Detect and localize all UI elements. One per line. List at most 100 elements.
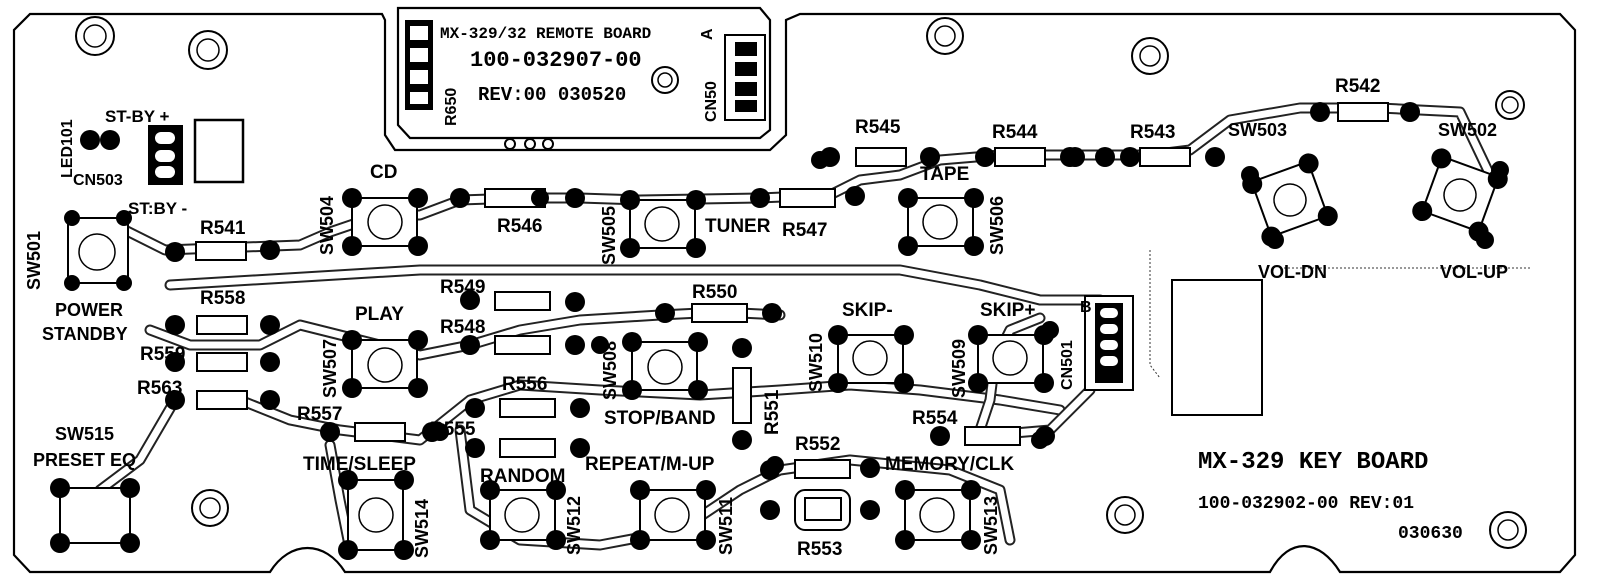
power-label: POWER [55, 300, 123, 320]
svg-text:R545: R545 [855, 117, 901, 138]
memory-label: MEMORY/CLK [885, 454, 1014, 475]
switch-sw507: SW507 [320, 330, 428, 398]
switch-sw512: SW512 [480, 480, 584, 555]
switch-sw513: SW513 [895, 480, 1001, 555]
resistor-r556: R556 [465, 374, 590, 418]
mounting-hole [188, 30, 228, 70]
mounting-hole [651, 66, 679, 94]
led101-ref: LED101 [59, 119, 76, 178]
remote-board-part-number: 100-032907-00 [470, 48, 642, 73]
remote-board-revision: REV:00 030520 [478, 84, 626, 106]
board-title-block: MX-329 KEY BOARD 100-032902-00 REV:01 03… [1198, 449, 1463, 544]
sw503-ref: SW503 [1228, 120, 1287, 140]
svg-text:SW509: SW509 [949, 339, 969, 398]
mounting-hole [1131, 37, 1169, 75]
svg-text:R558: R558 [200, 288, 245, 309]
resistor-r544: R544 [975, 122, 1080, 167]
switch-sw509: SW509 [949, 325, 1054, 398]
remote-connector-cn50 [724, 34, 766, 121]
switch-sw514: SW514 [338, 470, 432, 560]
connector-cn501: CN501 B [1059, 295, 1134, 391]
switches: SW501 SW504 SW505 SW506 [24, 120, 1508, 560]
remote-ref-r650: R650 [443, 88, 460, 126]
remote-board-title: MX-329/32 REMOTE BOARD [440, 25, 651, 43]
resistor-r563: R563 [137, 378, 280, 410]
mounting-hole [191, 489, 229, 527]
resistor-r554: R554 [912, 408, 1055, 446]
svg-text:SW506: SW506 [987, 196, 1007, 255]
standby-label: STANDBY [42, 324, 128, 344]
svg-text:SW501: SW501 [24, 231, 44, 290]
remote-ref-cn50: CN50 [703, 81, 720, 122]
switch-sw510: SW510 [806, 325, 914, 393]
svg-text:SW504: SW504 [317, 196, 337, 255]
via [524, 138, 536, 150]
stby-minus-label: ST:BY - [128, 199, 187, 218]
svg-text:R546: R546 [497, 216, 542, 237]
cn501-ref: CN501 [1059, 340, 1076, 390]
repeat-label: REPEAT/M-UP [585, 454, 715, 475]
svg-text:SW511: SW511 [716, 497, 736, 555]
svg-text:R563: R563 [137, 378, 182, 399]
random-label: RANDOM [480, 466, 566, 487]
switch-sw515: SW515 [50, 424, 140, 553]
svg-text:R553: R553 [797, 539, 842, 560]
led-pad [80, 130, 100, 150]
via [504, 138, 516, 150]
mounting-hole [1106, 496, 1144, 534]
stby-plus-label: ST-BY + [105, 107, 169, 126]
tuner-label: TUNER [705, 216, 771, 237]
svg-text:R543: R543 [1130, 122, 1175, 143]
resistor-r555: R555 [430, 419, 590, 458]
resistor-r550: R550 [655, 282, 782, 323]
switch-sw511: SW511 [630, 480, 736, 555]
resistor-r559: R559 [140, 344, 280, 372]
svg-text:R551: R551 [762, 389, 783, 435]
switch-sw501: SW501 [24, 210, 132, 291]
mounting-holes [75, 16, 1527, 549]
svg-text:SW512: SW512 [564, 496, 584, 555]
svg-text:SW507: SW507 [320, 339, 340, 398]
skip-minus-label: SKIP- [842, 300, 893, 321]
switch-sw503 [1242, 153, 1338, 247]
cd-label: CD [370, 162, 397, 183]
mounting-hole [75, 16, 115, 56]
svg-text:R548: R548 [440, 317, 485, 338]
resistor-r541: R541 [165, 218, 280, 262]
svg-text:R552: R552 [795, 434, 840, 455]
switch-sw505: SW505 [599, 190, 706, 265]
resistor-r551: R551 [732, 338, 783, 450]
resistor-r543: R543 [1120, 122, 1225, 167]
svg-text:R559: R559 [140, 344, 185, 365]
resistor-r548: R548 [440, 317, 585, 355]
led-pad [100, 130, 120, 150]
led-area: LED101 CN503 ST-BY + ST:BY - [59, 107, 245, 218]
resistor-r553: R553 [760, 489, 880, 560]
board-title: MX-329 KEY BOARD [1198, 449, 1428, 476]
resistors: R541 R542 R543 R544 R545 R546 R547 R548 … [137, 76, 1420, 560]
svg-text:R554: R554 [912, 408, 958, 429]
mounting-hole [926, 17, 964, 55]
vol-up-label: VOL-UP [1440, 262, 1508, 282]
resistor-r546: R546 [450, 188, 585, 237]
svg-text:R557: R557 [297, 404, 342, 425]
svg-text:R541: R541 [200, 218, 246, 239]
svg-text:R547: R547 [782, 220, 827, 241]
switch-sw502 [1412, 148, 1508, 242]
resistor-r547: R547 [750, 186, 865, 241]
mounting-hole [1495, 90, 1525, 120]
cn503-ref: CN503 [73, 172, 123, 189]
function-labels: POWER STANDBY CD TUNER TAPE PLAY STOP/BA… [33, 162, 1508, 487]
svg-text:SW505: SW505 [599, 206, 619, 265]
sw502-ref: SW502 [1438, 120, 1497, 140]
svg-text:SW510: SW510 [806, 333, 826, 392]
resistor-r545: R545 [820, 117, 940, 167]
switch-sw504: SW504 [317, 188, 428, 256]
svg-text:SW515: SW515 [55, 424, 114, 444]
preset-eq-label: PRESET EQ [33, 450, 136, 470]
switch-sw508: SW508 [600, 332, 708, 400]
resistor-r542: R542 [1310, 76, 1420, 122]
tape-label: TAPE [920, 164, 969, 185]
